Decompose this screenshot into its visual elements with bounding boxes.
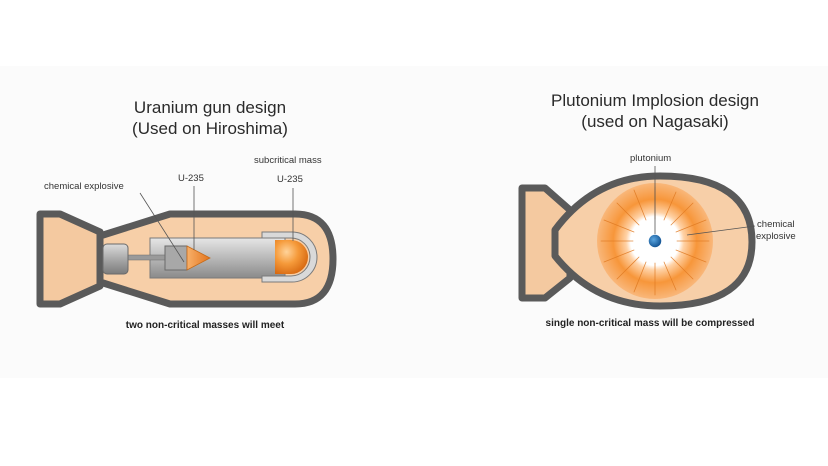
uranium-title-line2: (Used on Hiroshima) bbox=[132, 119, 288, 138]
uranium-title-line1: Uranium gun design bbox=[133, 98, 287, 117]
plutonium-caption: single non-critical mass will be compres… bbox=[545, 318, 755, 329]
gun-rod bbox=[125, 254, 167, 261]
plutonium-title-line1: Plutonium Implosion design bbox=[551, 91, 759, 110]
label-plutonium: plutonium bbox=[630, 153, 672, 164]
plutonium-title: Plutonium Implosion design (used on Naga… bbox=[520, 90, 790, 132]
plutonium-core bbox=[647, 233, 663, 249]
u235-projectile bbox=[186, 245, 211, 271]
label-chemical-line2: explosive bbox=[756, 231, 796, 242]
u235-target bbox=[275, 240, 308, 274]
label-chemical-explosive-right: chemical explosive bbox=[756, 219, 796, 243]
shock-lines bbox=[600, 186, 710, 296]
label-chemical-explosive: chemical explosive bbox=[44, 181, 124, 192]
uranium-title: Uranium gun design (Used on Hiroshima) bbox=[90, 97, 330, 139]
label-u235-projectile: U-235 bbox=[178, 173, 204, 184]
target-holder bbox=[261, 231, 318, 283]
label-chemical-line1: chemical bbox=[757, 219, 795, 230]
uranium-caption: two non-critical masses will meet bbox=[125, 320, 285, 331]
plutonium-title-line2: (used on Nagasaki) bbox=[581, 112, 729, 131]
leader-chemical-explosive bbox=[139, 192, 185, 263]
label-u235-target: U-235 bbox=[277, 174, 303, 185]
uranium-tail-fin bbox=[36, 210, 104, 308]
uranium-bomb bbox=[36, 186, 337, 308]
label-subcritical-mass: subcritical mass bbox=[254, 155, 322, 166]
leader-chemical-explosive-right bbox=[686, 225, 756, 236]
plutonium-bomb bbox=[518, 166, 756, 310]
chemical-explosive-charge bbox=[102, 243, 129, 275]
plutonium-tail-fin bbox=[518, 184, 574, 302]
